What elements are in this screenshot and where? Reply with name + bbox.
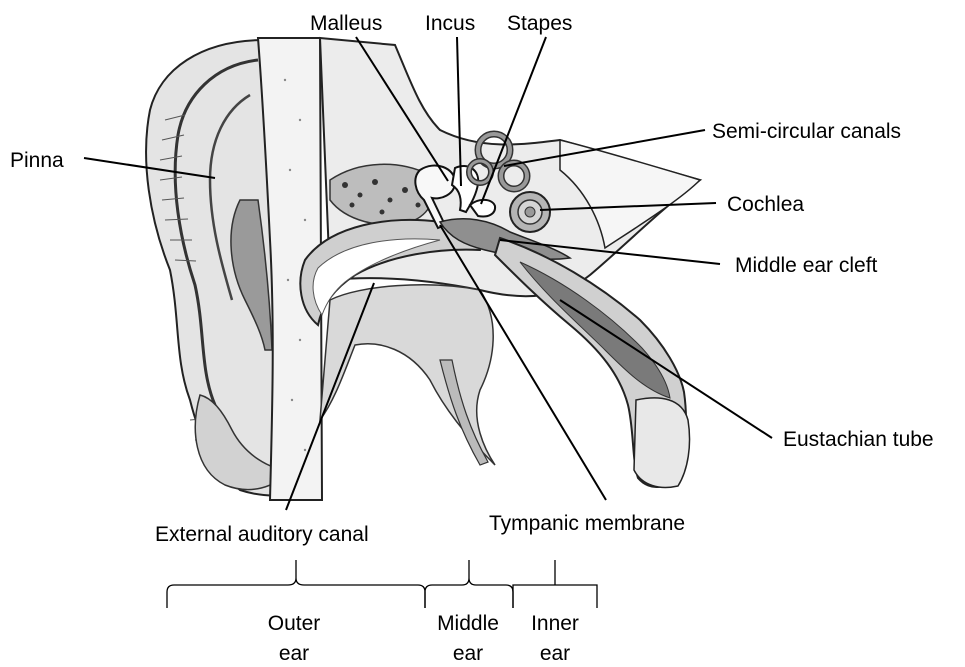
region-middle-line2: ear — [453, 642, 483, 665]
label-semicircular-canals: Semi-circular canals — [712, 120, 901, 143]
region-outer-line1: Outer — [268, 612, 321, 635]
label-cochlea: Cochlea — [727, 193, 804, 216]
ear-illustration — [146, 38, 700, 500]
region-labels: Outer ear Middle ear Inner ear — [268, 612, 579, 665]
label-stapes: Stapes — [507, 12, 572, 35]
label-middle-ear-cleft: Middle ear cleft — [735, 254, 878, 277]
region-braces — [167, 560, 597, 608]
region-middle-line1: Middle — [437, 612, 499, 635]
label-external-auditory-canal: External auditory canal — [155, 523, 369, 546]
label-pinna: Pinna — [10, 149, 64, 172]
tube-end — [634, 398, 690, 488]
label-eustachian-tube: Eustachian tube — [783, 428, 934, 451]
region-outer-line2: ear — [279, 642, 309, 665]
label-incus: Incus — [425, 12, 475, 35]
label-malleus: Malleus — [310, 12, 382, 35]
region-inner-line2: ear — [540, 642, 570, 665]
label-tympanic-membrane: Tympanic membrane — [489, 512, 685, 535]
region-inner-line1: Inner — [531, 612, 579, 635]
brace-middle-ear — [425, 560, 513, 608]
cochlea-shape — [510, 192, 550, 232]
brace-outer-ear — [167, 560, 425, 608]
brace-inner-ear — [513, 560, 597, 608]
